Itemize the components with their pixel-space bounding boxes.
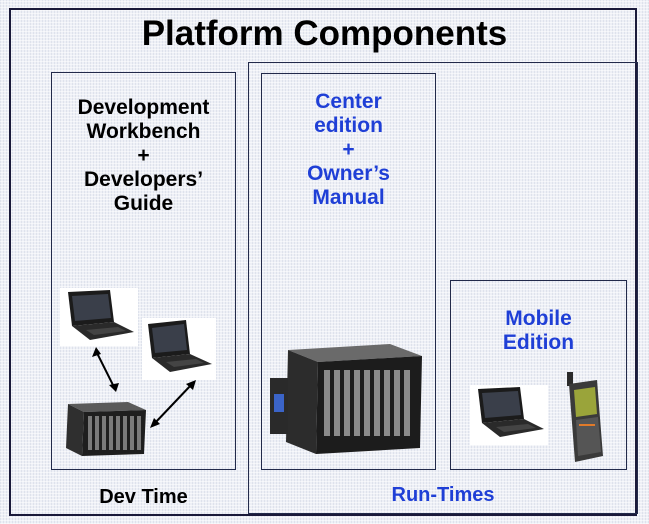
- center-line-4: Owner’s: [307, 162, 390, 185]
- server-icon: [270, 344, 422, 454]
- dev-tools-label: Development Workbench + Developers’ Guid…: [51, 96, 236, 216]
- mobile-edition-box: [450, 280, 627, 470]
- mobile-line-2: Edition: [502, 331, 575, 354]
- runtimes-box: [248, 62, 638, 514]
- dev-line-1: Development: [77, 96, 210, 119]
- laptop-icon: [60, 288, 138, 346]
- center-line-2: edition: [314, 114, 383, 137]
- mobile-line-1: Mobile: [505, 307, 572, 330]
- outer-frame: [9, 8, 637, 516]
- dev-line-5: Guide: [113, 192, 174, 215]
- center-line-1: Center: [315, 90, 382, 113]
- double-arrow-icon: [150, 380, 196, 428]
- laptop-icon: [142, 318, 216, 380]
- laptop-icon: [470, 385, 548, 445]
- handheld-device-icon: [567, 372, 603, 462]
- dev-line-2: Workbench: [86, 120, 201, 143]
- center-line-3: +: [342, 138, 355, 161]
- dev-time-box: [51, 72, 236, 470]
- dev-line-4: Developers’: [83, 168, 204, 191]
- double-arrow-icon: [92, 347, 119, 392]
- center-edition-label: Center edition + Owner’s Manual: [261, 90, 436, 210]
- dev-line-3: +: [137, 144, 150, 167]
- runtimes-caption: Run-Times: [391, 484, 495, 506]
- center-line-5: Manual: [312, 186, 385, 209]
- mobile-edition-label: Mobile Edition: [450, 307, 627, 355]
- center-edition-box: [261, 73, 436, 470]
- server-icon: [66, 402, 146, 456]
- page-title: Platform Components: [141, 14, 508, 53]
- dev-time-caption: Dev Time: [99, 486, 188, 508]
